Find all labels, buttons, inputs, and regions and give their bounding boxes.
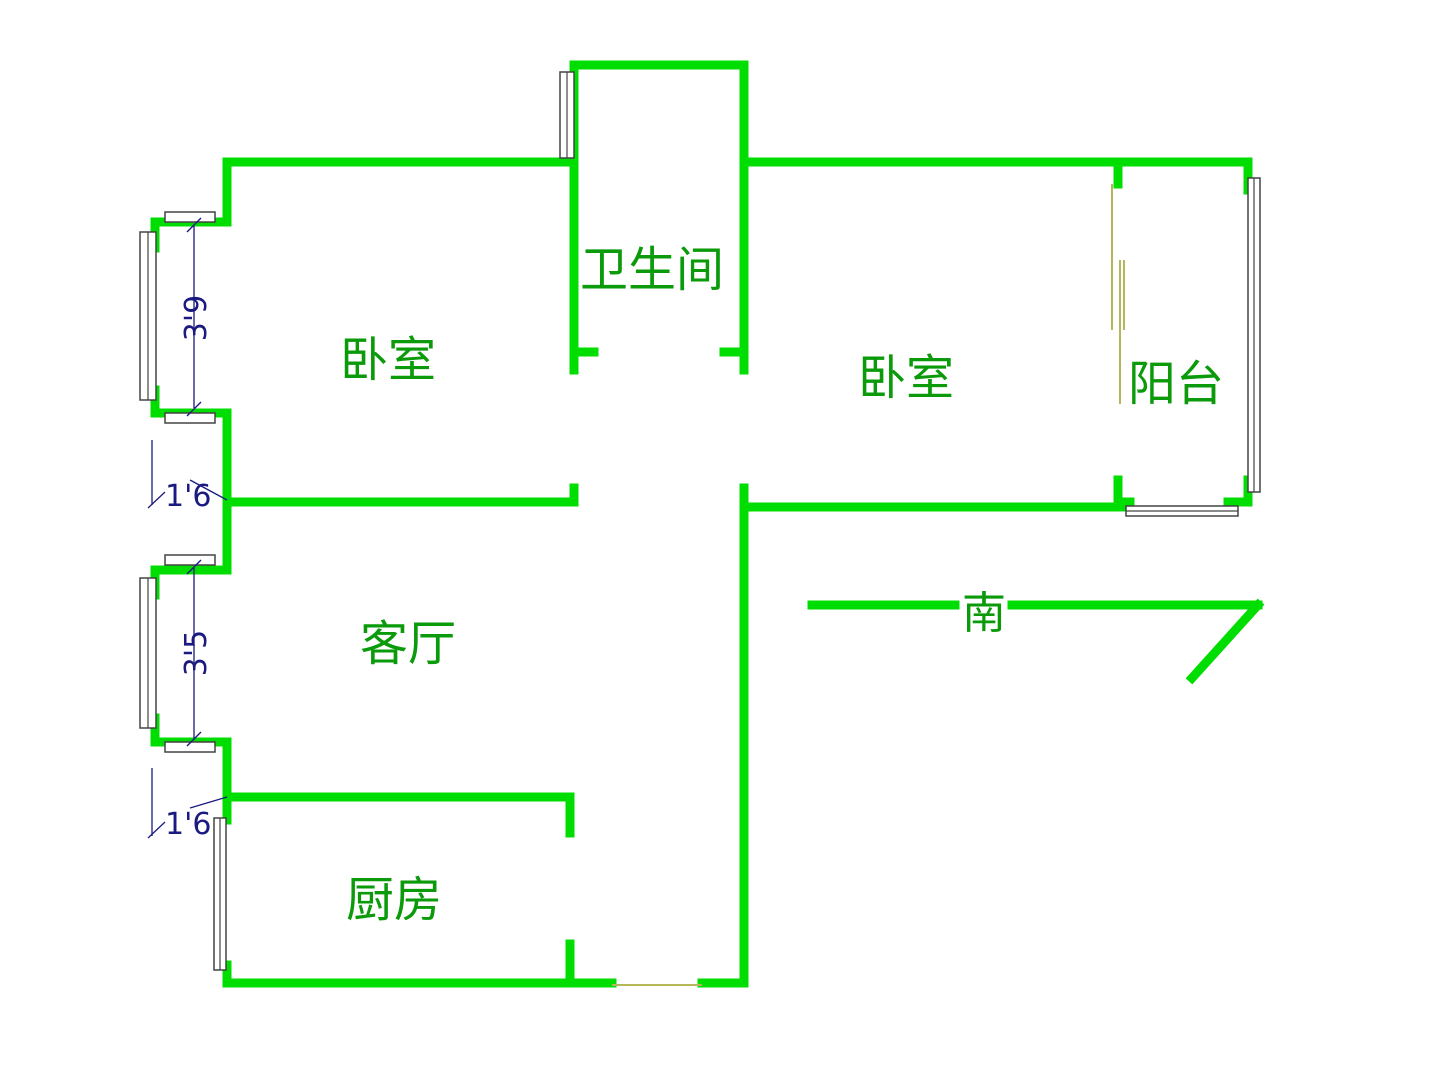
compass-indicator: 南	[807, 588, 1265, 685]
bathroom-outer-wall	[569, 60, 749, 165]
label-balcony: 阳台	[1128, 356, 1224, 412]
left-bay-lower	[150, 713, 232, 825]
top-wall-left	[150, 157, 579, 253]
dim-upper-gap: 1'6	[165, 479, 211, 514]
dim-lower-gap: 1'6	[165, 807, 211, 842]
label-bathroom: 卫生间	[580, 242, 724, 298]
bottom-wall-right	[697, 502, 1135, 988]
dimensions: 3'9 1'6 3'5 1'6	[147, 217, 228, 842]
bedroom-living-divider	[222, 483, 579, 507]
right-wall	[1223, 475, 1253, 507]
label-bedroom-right: 卧室	[858, 350, 954, 406]
kitchen-outer-wall	[222, 960, 617, 988]
dim-lower-window: 3'5	[179, 630, 214, 676]
compass-label-south: 南	[962, 588, 1006, 639]
compass-arrow	[1185, 598, 1265, 685]
room-labels: 卧室 卫生间 卧室 阳台 客厅 厨房	[340, 242, 1224, 928]
doors	[612, 184, 1125, 986]
windows	[139, 71, 1261, 971]
dim-upper-window: 3'9	[179, 295, 214, 341]
label-bedroom-left: 卧室	[340, 332, 436, 388]
top-wall-right	[743, 157, 1253, 195]
label-kitchen: 厨房	[346, 872, 442, 928]
inner-walls	[222, 155, 1123, 988]
kitchen-top-wall	[222, 792, 575, 838]
outer-walls	[150, 60, 1253, 988]
label-living-room: 客厅	[360, 616, 456, 672]
